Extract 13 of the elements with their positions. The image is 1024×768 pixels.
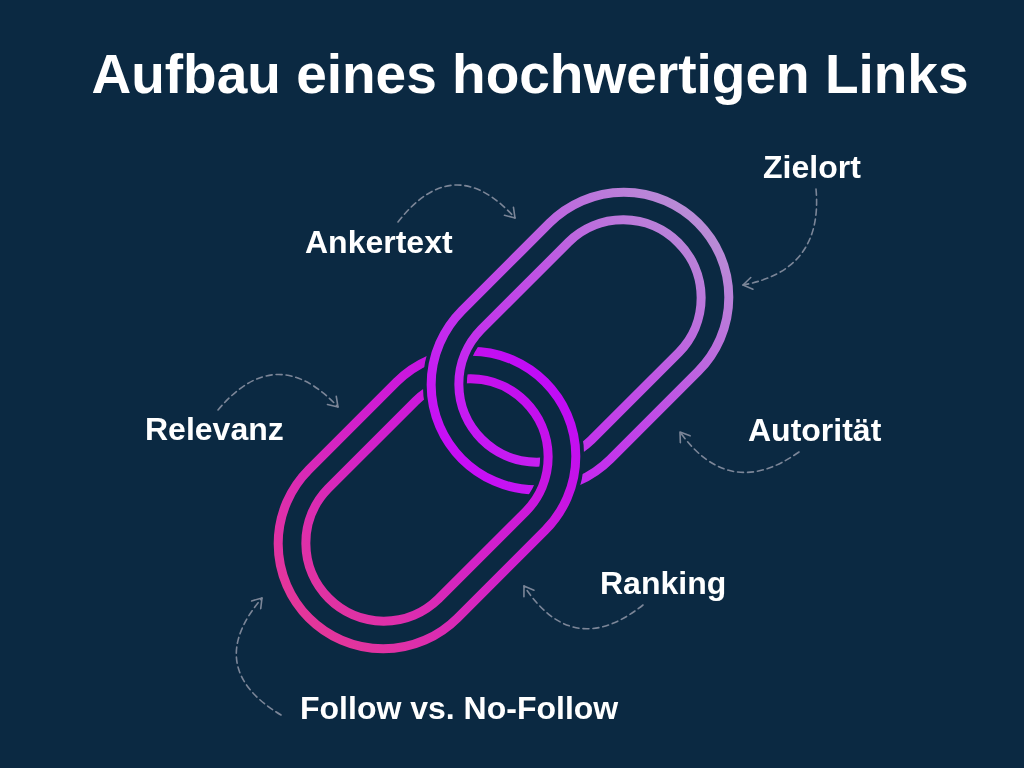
callout-label: Zielort (763, 151, 861, 183)
callout-label: Relevanz (145, 413, 284, 445)
leader-line (742, 188, 818, 290)
page-title: Aufbau eines hochwertigen Links (91, 44, 969, 105)
callout-label: Follow vs. No-Follow (300, 692, 619, 724)
leader-line (679, 431, 800, 474)
callout-label: Ranking (600, 567, 727, 599)
leader-line (397, 184, 516, 223)
leader-line (217, 373, 339, 411)
callout-label: Ankertext (305, 226, 453, 258)
leader-line (523, 585, 644, 630)
leader-line (235, 597, 282, 716)
callout-label: Autorität (748, 414, 882, 446)
